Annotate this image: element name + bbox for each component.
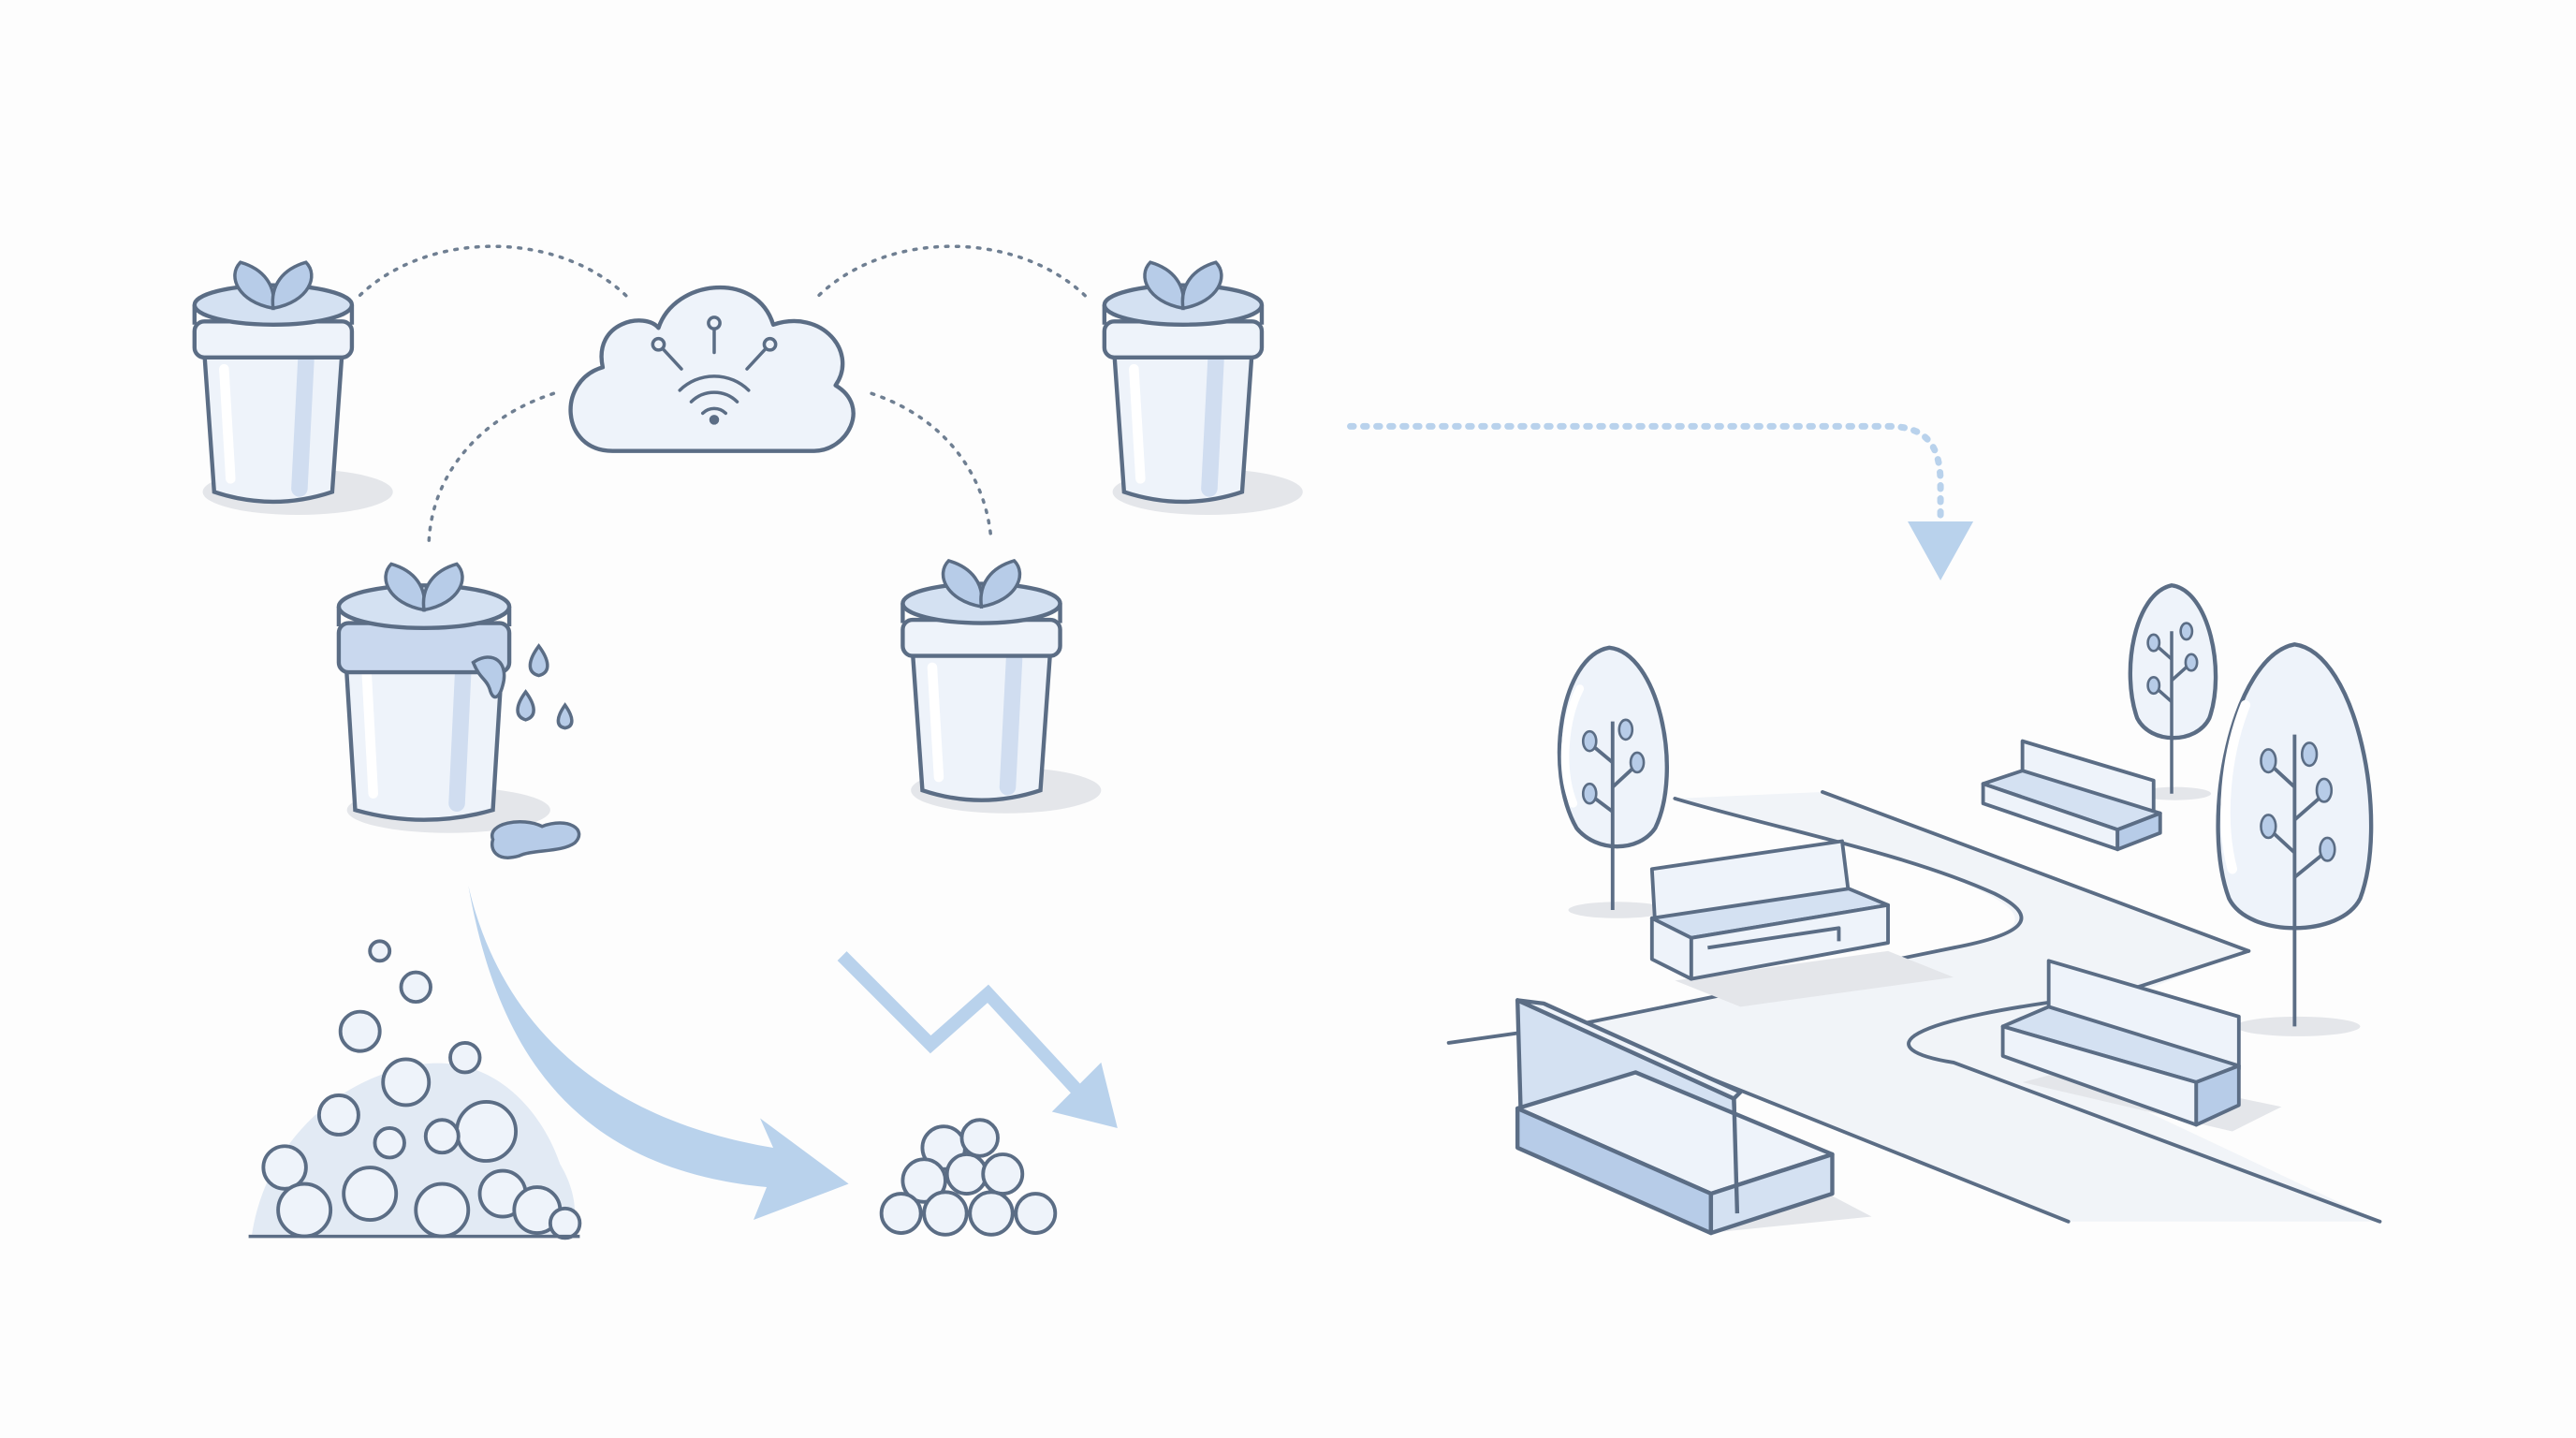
smart-bin-3	[900, 559, 1102, 814]
large-waste-pile	[248, 939, 582, 1240]
connector-cloud-bin3	[870, 391, 993, 543]
connector-bin1-cloud	[358, 244, 631, 301]
leaf-icon	[233, 260, 314, 311]
leaf-icon	[1143, 260, 1223, 311]
tree-icon	[2128, 583, 2218, 800]
overflow-leak-icon	[471, 643, 581, 859]
tree-icon	[1557, 645, 1669, 918]
leaf-icon	[941, 559, 1022, 609]
leaf-icon	[384, 562, 464, 612]
park-scene	[1446, 583, 2382, 1236]
downward-trend-icon	[837, 951, 1118, 1128]
park-bench-icon-back	[1981, 739, 2162, 852]
park-bench-icon-right	[2000, 959, 2282, 1132]
transition-arrow	[1347, 422, 1974, 581]
tree-icon	[2216, 642, 2374, 1036]
connector-cloud-bin2	[427, 391, 556, 543]
smart-bin-1	[192, 260, 393, 515]
park-bench-icon-front	[1515, 998, 1872, 1236]
cloud-wifi-icon	[568, 285, 856, 453]
connector-cloud-bin4	[817, 244, 1090, 301]
park-bench-icon-middle	[1649, 839, 1954, 1007]
small-waste-pile	[879, 1118, 1058, 1237]
smart-bin-4	[1102, 260, 1303, 515]
smart-bin-overflowing	[336, 562, 581, 859]
curved-reduction-arrow	[468, 885, 849, 1221]
network-connectors	[358, 244, 1090, 543]
